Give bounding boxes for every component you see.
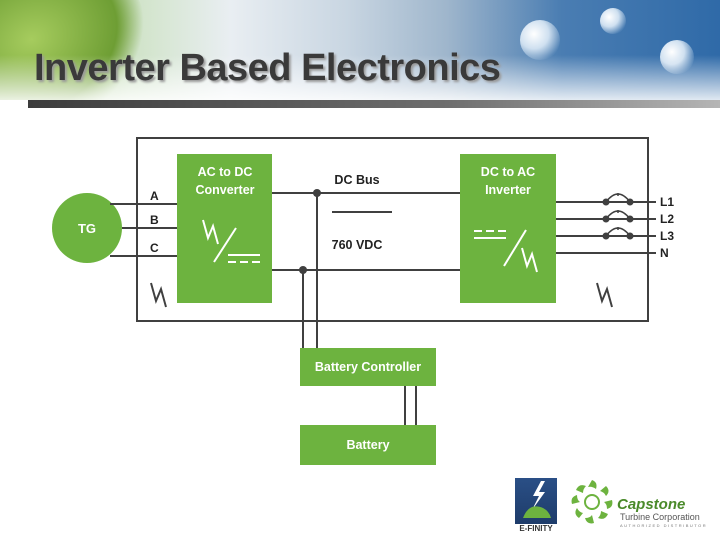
- ac-dc-symbol: [202, 219, 260, 263]
- output-label-n: N: [660, 246, 669, 260]
- battery-controller-block: [300, 348, 436, 386]
- slide-title: Inverter Based Electronics: [34, 47, 501, 89]
- generator-label: TG: [78, 221, 96, 236]
- dc-ac-label-line1: DC to AC: [481, 165, 535, 179]
- dc-ac-symbol: [474, 229, 538, 273]
- efinity-wordmark: E-FINITY: [519, 524, 553, 533]
- breaker-contacts: [602, 198, 634, 240]
- battery-link-lines: [404, 386, 417, 425]
- junction-dot: [299, 266, 307, 274]
- ac-dc-converter-block: [177, 154, 272, 303]
- battery-block: [300, 425, 436, 465]
- enclosure-box: [136, 137, 649, 322]
- output-label-l2: L2: [660, 212, 674, 226]
- ac-wave-icon: [596, 282, 613, 308]
- capstone-subtitle: Turbine Corporation: [620, 512, 700, 522]
- junction-dot: [313, 189, 321, 197]
- input-phase-lines: [110, 203, 177, 257]
- header-banner: [0, 0, 720, 100]
- phase-label-a: A: [150, 189, 159, 203]
- dc-voltage-label: 760 VDC: [332, 238, 383, 252]
- battery-tap-lines: [302, 193, 318, 348]
- output-lines: [556, 201, 656, 254]
- capstone-turbine-icon: [571, 480, 613, 524]
- dc-bus-label: DC Bus: [334, 173, 379, 187]
- ac-dc-label-line2: Converter: [195, 183, 254, 197]
- breaker-icon: [605, 193, 631, 237]
- efinity-logo-mark: [515, 478, 557, 524]
- output-label-l1: L1: [660, 195, 674, 209]
- dc-ac-label-line2: Inverter: [485, 183, 531, 197]
- capstone-authorized: AUTHORIZED DISTRIBUTOR: [620, 523, 708, 528]
- battery-controller-label: Battery Controller: [315, 360, 421, 374]
- output-label-l3: L3: [660, 229, 674, 243]
- dc-bus-lines: [272, 192, 460, 271]
- efinity-logo: E-FINITY: [515, 478, 557, 536]
- ac-dc-label-line1: AC to DC: [198, 165, 253, 179]
- battery-label: Battery: [346, 438, 389, 452]
- phase-label-c: C: [150, 241, 159, 255]
- dc-ac-inverter-block: [460, 154, 556, 303]
- turbine-generator: [52, 193, 122, 263]
- capstone-wordmark: Capstone: [617, 496, 686, 513]
- title-underline: [28, 100, 720, 108]
- banner-fade: [0, 55, 720, 100]
- ac-wave-icon: [150, 282, 167, 308]
- water-drop: [520, 20, 560, 60]
- phase-label-b: B: [150, 213, 159, 227]
- water-drop: [600, 8, 626, 34]
